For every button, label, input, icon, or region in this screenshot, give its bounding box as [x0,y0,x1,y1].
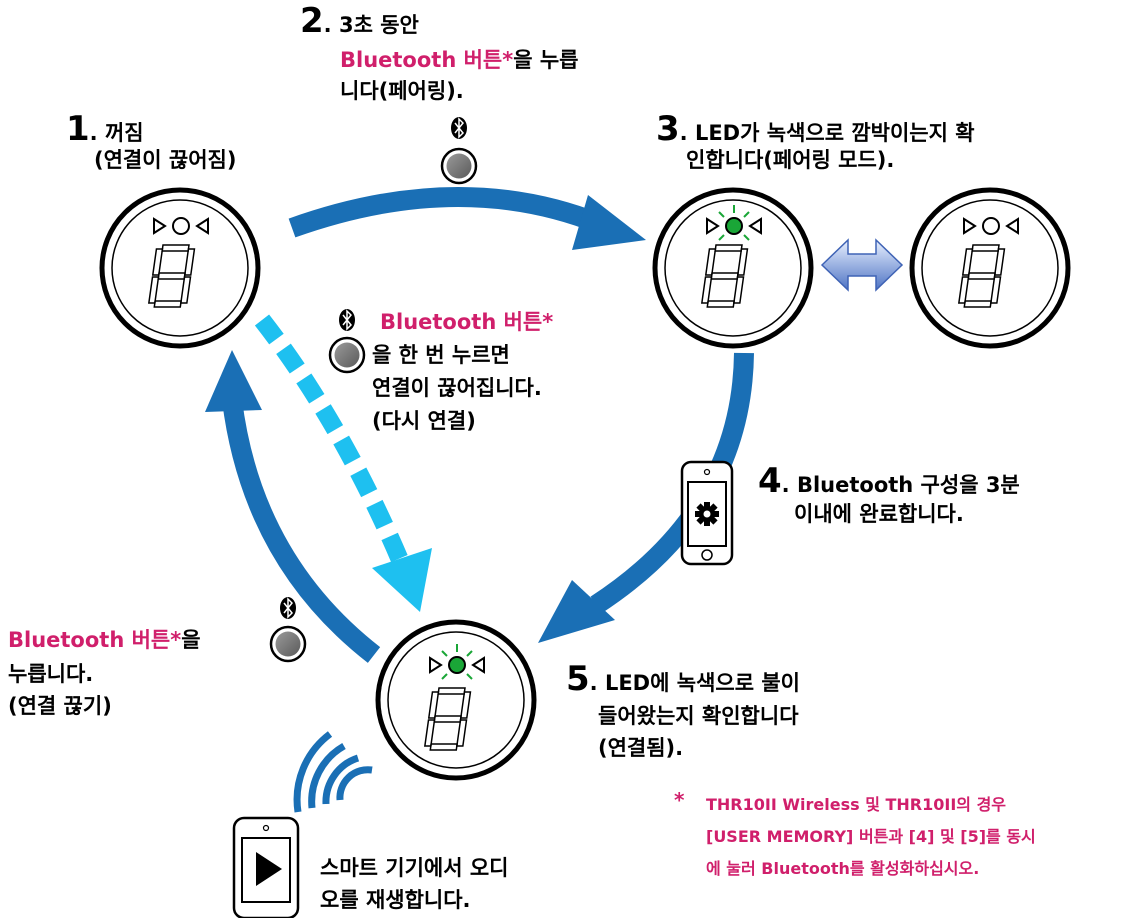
disconnect-line1-rest: 을 [181,628,201,652]
wireless-signal-icon [293,731,373,813]
step4-line2: 이내에 완료합니다. [794,502,964,526]
device-pairing-blink [652,187,814,349]
bluetooth-button-pair [440,117,478,185]
play-line1: 스마트 기기에서 오디 [320,856,509,880]
footnote-line2: [USER MEMORY] 버튼과 [4] 및 [5]를 동시 [706,827,1036,846]
blink-double-arrow [820,238,904,292]
footnote-line3: 에 눌러 Bluetooth를 활성화하십시오. [706,859,980,878]
step4-line1: . Bluetooth 구성을 3분 [781,473,1020,497]
step2-line2: Bluetooth 버튼*을 누릅 [340,46,579,75]
step2-line3: 니다(페어링). [340,79,464,103]
step2-number: 2 [300,1,324,41]
step1-text: 1. 꺼짐 [66,112,144,148]
reconnect-line3: 연결이 끊어집니다. [372,376,542,400]
device-pairing-off [909,187,1071,349]
step1-line1: . 꺼짐 [89,121,144,145]
step3-line1: . LED가 녹색으로 깜박이는지 확 [679,121,975,145]
device-off [99,187,261,349]
step1-line2: (연결이 끊어짐) [94,148,237,172]
step2-text: 2. 3초 동안 [300,4,419,40]
step5-line3: (연결됨). [598,736,684,760]
footnote-star: * [674,788,685,812]
arrow-disconnect [205,350,381,663]
arrow-pair [288,187,646,250]
step5-number: 5 [566,659,590,699]
step5-line1: . LED에 녹색으로 불이 [589,671,800,695]
step5-line2: 들어왔는지 확인합니다 [598,704,799,728]
step4-number: 4 [758,461,782,501]
reconnect-line2: 을 한 번 누르면 [372,343,510,367]
arrow-reconnect-dashed [254,314,432,612]
bluetooth-button-disconnect [269,597,307,663]
footnote-line1: THR10II Wireless 및 THR10II의 경우 [706,795,1007,814]
step1-number: 1 [66,109,90,149]
step4-text: 4. Bluetooth 구성을 3분 [758,464,1020,500]
step2-bluetooth-label: Bluetooth 버튼* [340,48,514,72]
step2-line2-rest: 을 누릅 [513,48,579,72]
step2-line1: . 3초 동안 [323,13,419,37]
step5-text: 5. LED에 녹색으로 불이 [566,662,800,698]
disconnect-line1: Bluetooth 버튼*을 [8,626,201,655]
step3-line2: 인합니다(페어링 모드). [686,148,895,172]
play-line2: 오를 재생합니다. [320,888,471,912]
bluetooth-button-reconnect [328,309,366,374]
reconnect-line4: (다시 연결) [372,409,476,433]
disconnect-line3: (연결 끊기) [8,694,112,718]
phone-settings-icon [680,460,734,566]
device-connected [375,619,537,781]
disconnect-bluetooth-label: Bluetooth 버튼* [8,628,182,652]
reconnect-bluetooth-label: Bluetooth 버튼* [380,310,554,334]
step3-number: 3 [656,109,680,149]
disconnect-line2: 누릅니다. [8,662,94,686]
phone-play-icon [232,816,300,918]
step3-text: 3. LED가 녹색으로 깜박이는지 확 [656,112,975,148]
